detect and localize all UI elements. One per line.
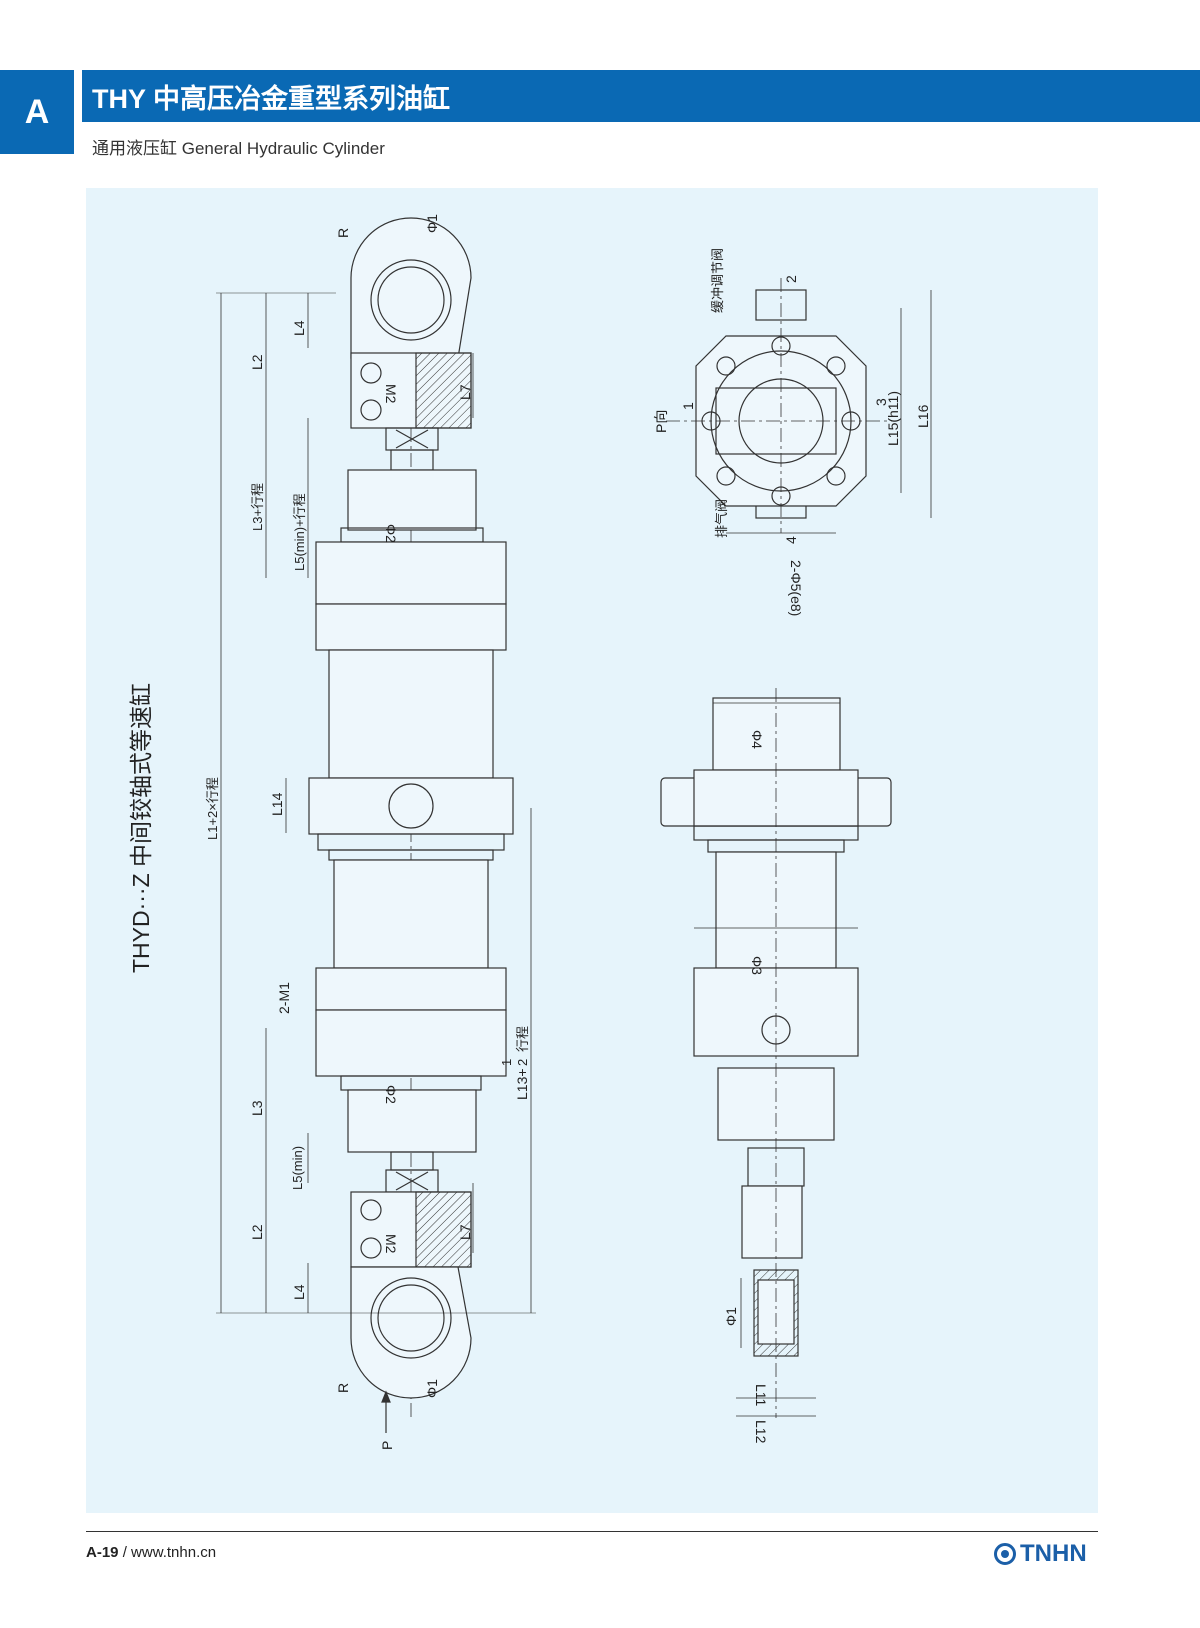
- label-n2: 2: [783, 275, 799, 283]
- label-L13-num: 1: [499, 1059, 514, 1066]
- top-head: [315, 541, 507, 605]
- brand-mark-icon: [994, 1543, 1016, 1565]
- label-L7-top: L7: [457, 384, 473, 400]
- section-tab: A: [0, 70, 74, 154]
- bottom-eye-bore: [370, 1277, 452, 1359]
- label-L13-stroke: 行程: [515, 1026, 530, 1052]
- label-n3: 3: [873, 398, 889, 406]
- label-L11: L11: [753, 1384, 769, 1407]
- label-M2-top: M2: [383, 384, 399, 404]
- label-phi1-bottom: Φ1: [424, 1379, 440, 1398]
- footer-divider: [86, 1531, 1098, 1532]
- label-L1: L1+2×行程: [205, 777, 220, 840]
- label-M1: 2-M1: [276, 982, 292, 1014]
- label-L4-top: L4: [291, 320, 307, 336]
- lower-barrel: [333, 859, 489, 969]
- label-P-dir: P向: [653, 410, 669, 433]
- label-vent-valve: 排气阀: [714, 499, 729, 538]
- trunnion-block: [308, 777, 514, 835]
- page-number: A-19: [86, 1544, 119, 1561]
- page-subtitle: 通用液压缸 General Hydraulic Cylinder: [92, 139, 385, 158]
- label-cushion-valve: 缓冲调节阀: [710, 248, 725, 313]
- side-rod-top: [712, 697, 841, 771]
- label-R-top: R: [335, 228, 351, 238]
- label-phi4: Φ4: [749, 730, 765, 749]
- footer-separator: /: [122, 1544, 127, 1561]
- label-phi5: 2-Φ5(e8): [788, 560, 804, 616]
- label-phi1-side: Φ1: [723, 1307, 739, 1326]
- label-L2-bottom: L2: [249, 1224, 265, 1240]
- label-L16: L16: [915, 404, 931, 428]
- top-eye-bore: [370, 259, 452, 341]
- label-L13-den: 2: [515, 1059, 530, 1066]
- top-gland: [347, 469, 477, 531]
- brand-logo: TNHN: [994, 1540, 1087, 1568]
- label-L5-stroke: L5(min)+行程: [292, 493, 307, 571]
- label-M2-bottom: M2: [383, 1234, 399, 1254]
- bottom-head: [315, 967, 507, 1011]
- label-L2-top: L2: [249, 354, 265, 370]
- label-L4-bottom: L4: [291, 1284, 307, 1300]
- bottom-rod-eye: [350, 1266, 472, 1399]
- model-title: THYD···Z 中间铰轴式等速缸: [128, 683, 154, 973]
- page-title: THY 中高压冶金重型系列油缸: [82, 70, 1200, 122]
- label-phi1-top: Φ1: [424, 214, 440, 233]
- label-P: P: [379, 1441, 395, 1450]
- label-n4: 4: [783, 536, 799, 544]
- label-L7-bottom: L7: [457, 1224, 473, 1240]
- label-L3-stroke: L3+行程: [250, 483, 265, 531]
- footer-url[interactable]: www.tnhn.cn: [131, 1544, 217, 1561]
- drawing-panel: THYD···Z 中间铰轴式等速缸 R Φ1 L4 L2 M2 L7 L3+行程…: [86, 188, 1098, 1513]
- label-L13: L13+: [514, 1068, 530, 1100]
- label-phi2-top: Φ2: [383, 524, 399, 543]
- label-phi2-bottom: Φ2: [383, 1085, 399, 1104]
- label-phi3: Φ3: [749, 956, 765, 975]
- label-L5-min: L5(min): [290, 1146, 305, 1190]
- label-n1: 1: [680, 402, 696, 410]
- side-clevis: [741, 1185, 803, 1259]
- label-R-bottom: R: [335, 1383, 351, 1393]
- footer-page-info: A-19 / www.tnhn.cn: [86, 1544, 216, 1561]
- label-L14: L14: [269, 792, 285, 816]
- label-L12: L12: [753, 1420, 769, 1444]
- brand-name: TNHN: [1020, 1540, 1087, 1567]
- label-L15: L15(h11): [885, 391, 901, 446]
- label-L3: L3: [249, 1100, 265, 1116]
- upper-barrel: [328, 649, 494, 779]
- cylinder-drawing: THYD···Z 中间铰轴式等速缸 R Φ1 L4 L2 M2 L7 L3+行程…: [128, 214, 932, 1450]
- top-rod-eye: [350, 217, 472, 359]
